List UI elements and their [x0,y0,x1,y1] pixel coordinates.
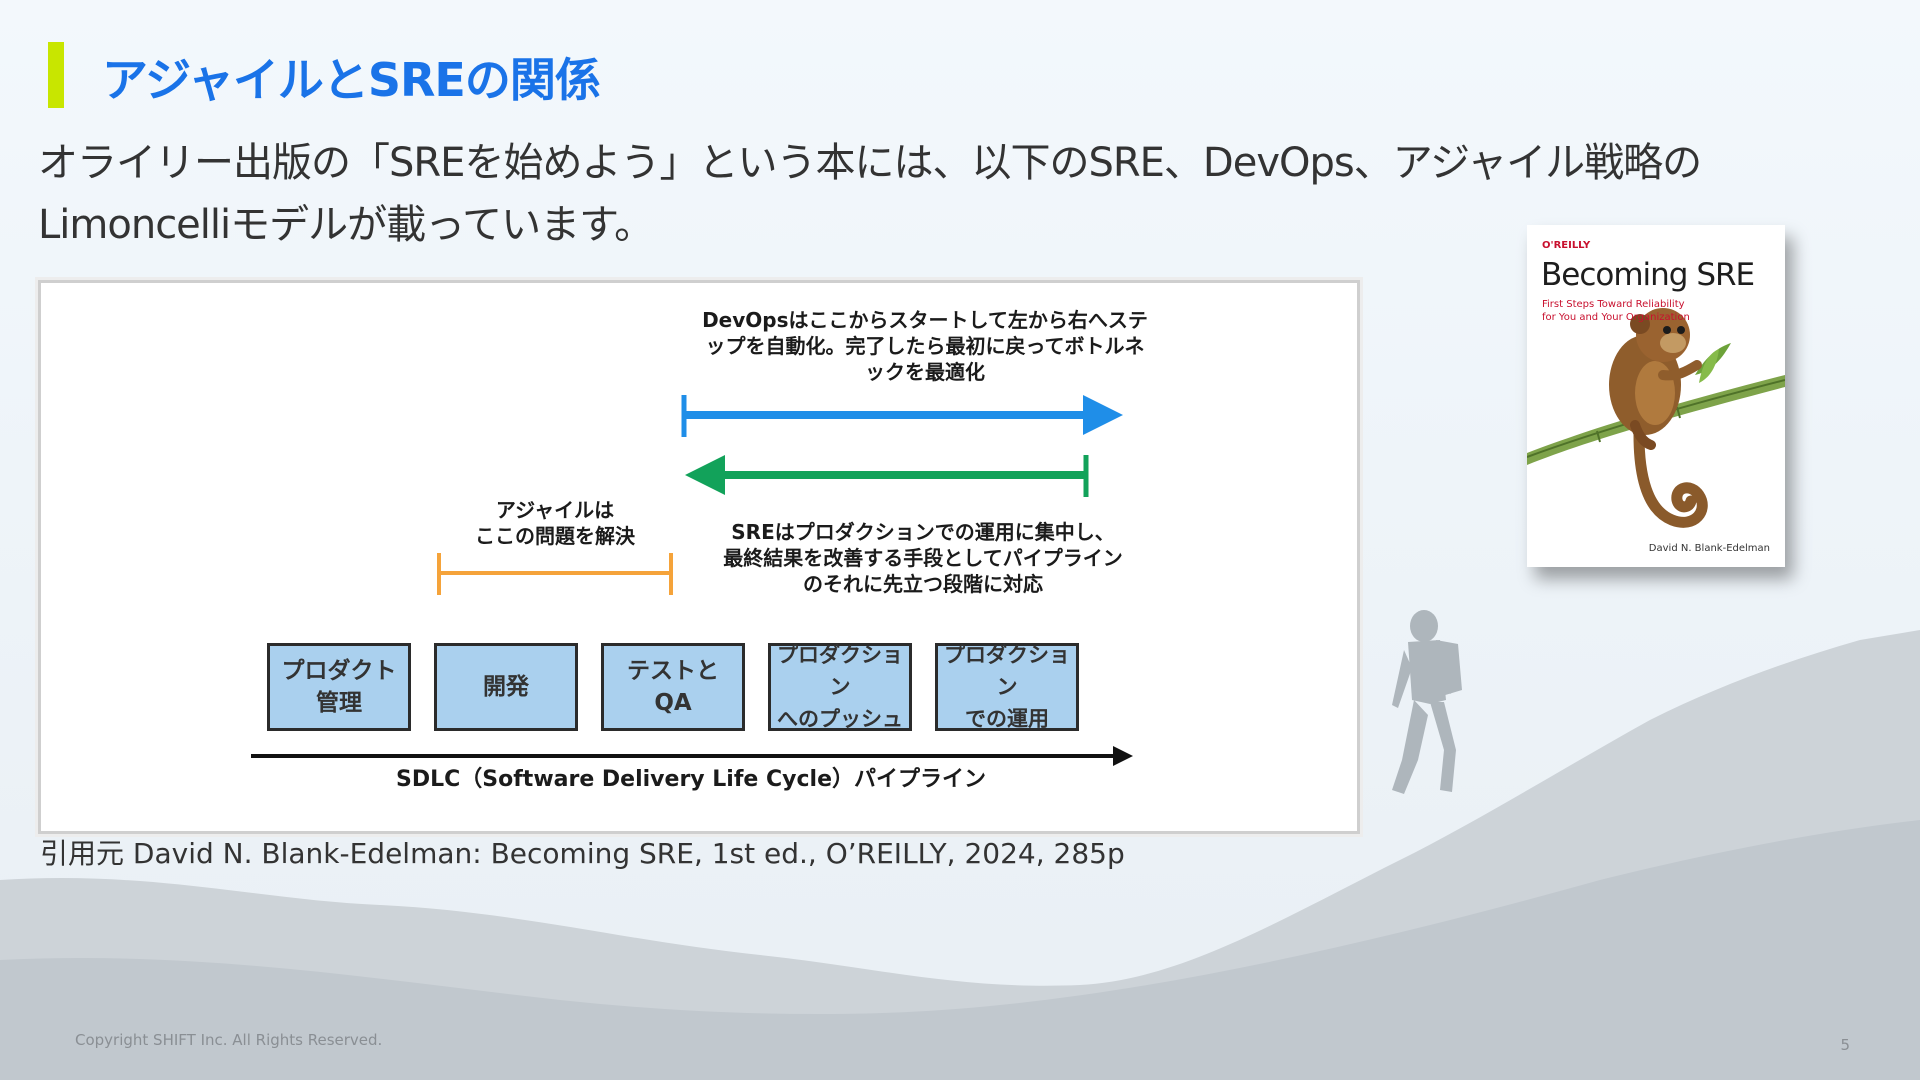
book-author: David N. Blank-Edelman [1648,543,1770,554]
stage-push-to-production: プロダクション へのプッシュ [768,643,912,731]
book-cover: O'REILLY Becoming SRE First Steps Toward… [1527,225,1785,567]
monkey-on-bamboo-illustration [1527,308,1785,528]
intro-text: オライリー出版の「SREを始めよう」という本には、以下のSRE、DevOps、ア… [38,140,1702,248]
book-subtitle: First Steps Toward Reliability for You a… [1542,299,1690,323]
hiker-silhouette [1392,610,1462,794]
devops-arrowhead [1083,395,1123,435]
citation: 引用元 David N. Blank-Edelman: Becoming SRE… [40,837,1125,870]
stage-development: 開発 [434,643,578,731]
book-publisher: O'REILLY [1542,240,1591,251]
sre-note: SREはプロダクションでの運用に集中し、最終結果を改善する手段としてパイプライン… [723,520,1123,596]
copyright-notice: Copyright SHIFT Inc. All Rights Reserved… [75,1031,383,1049]
figure-arrows [251,395,1133,766]
page-number: 5 [1840,1036,1850,1054]
pipeline-arrowhead [1113,746,1133,766]
agile-note: アジャイルは ここの問題を解決 [475,498,635,548]
pipeline-label: SDLC（Software Delivery Life Cycle）パイプライン [396,767,986,792]
title-accent-bar [48,42,64,108]
stage-product-management: プロダクト 管理 [267,643,411,731]
sre-arrowhead [685,455,725,495]
slide-title: アジャイルとSREの関係 [102,53,601,107]
stage-production-operations: プロダクション での運用 [935,643,1079,731]
book-title: Becoming SRE [1541,257,1755,293]
devops-note: DevOpsはここからスタートして左から右へステップを自動化。完了したら最初に戻… [702,308,1148,384]
stage-test-qa: テストと QA [601,643,745,731]
limoncelli-model-figure: DevOpsはここからスタートして左から右へステップを自動化。完了したら最初に戻… [38,280,1360,834]
